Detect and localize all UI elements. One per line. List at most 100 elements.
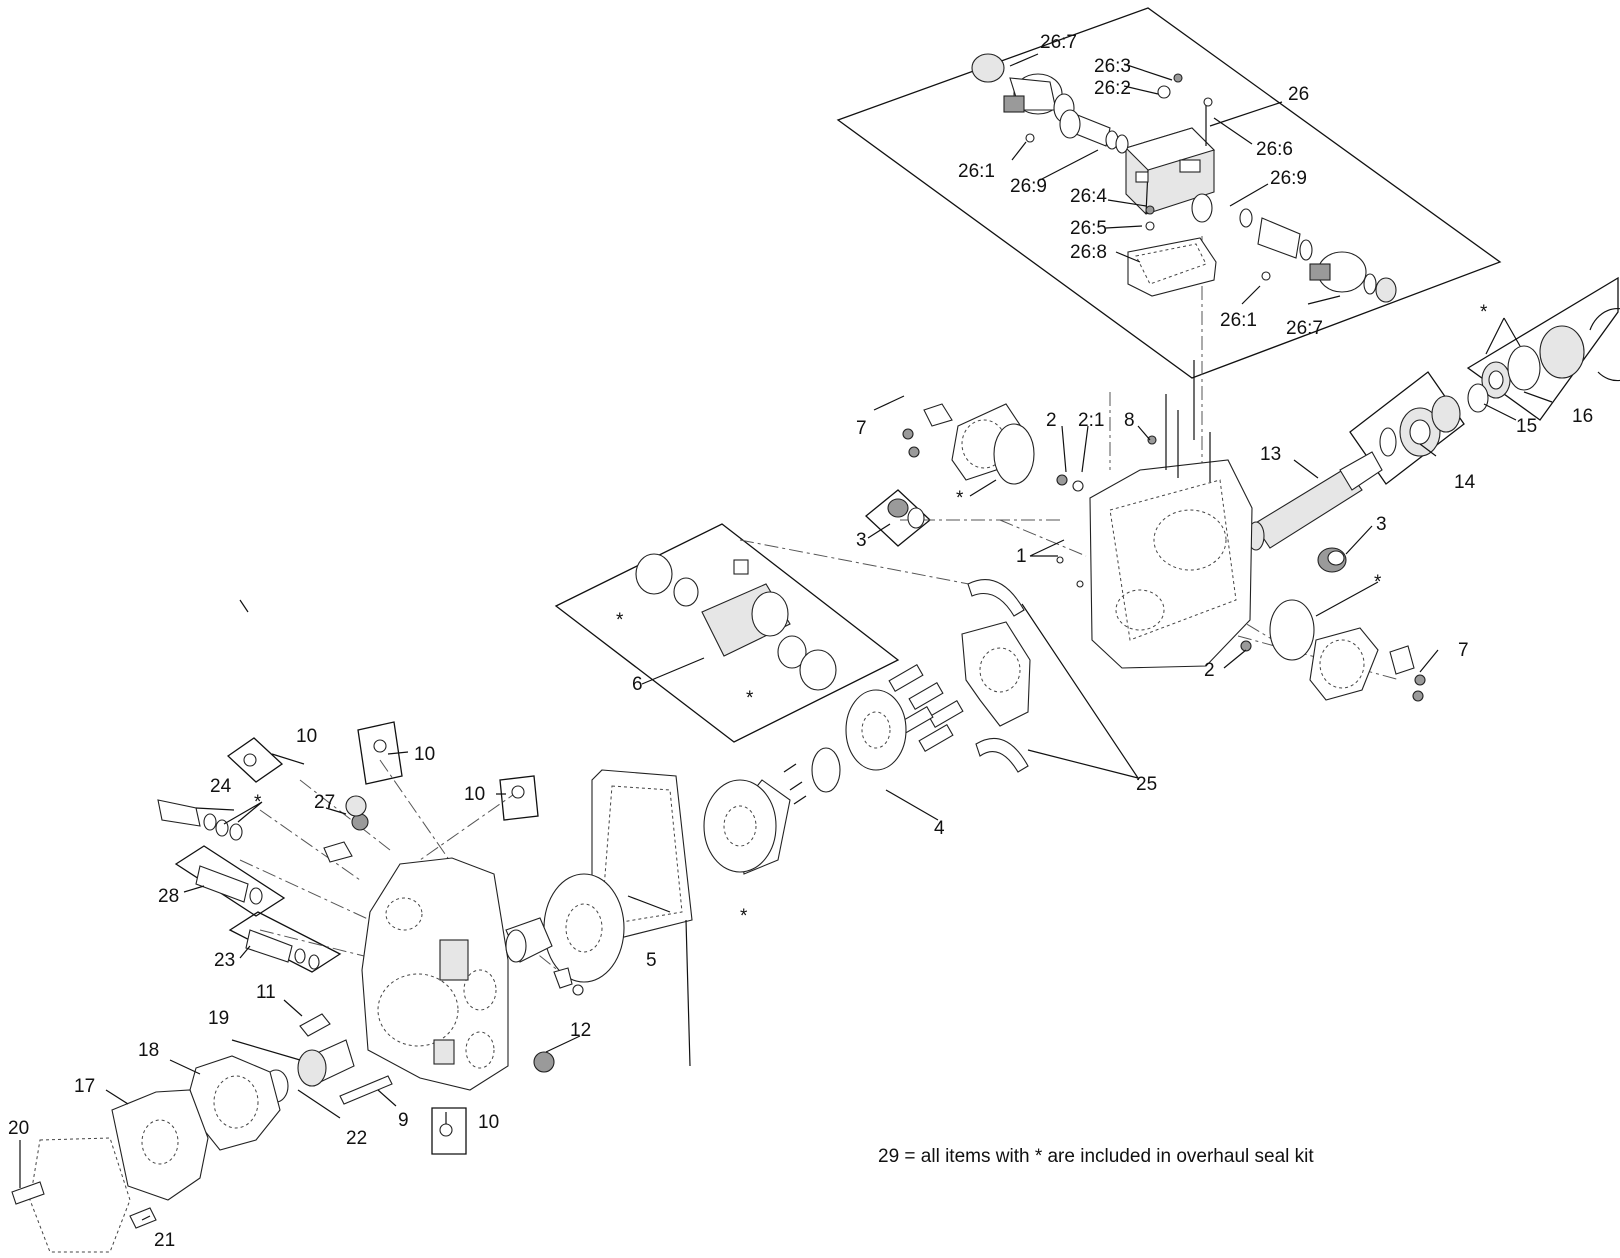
servo-piston-lower <box>1269 599 1426 702</box>
callout-26-9-right: 26:9 <box>1270 168 1307 189</box>
callout-2-upper: 2 <box>1046 410 1057 431</box>
kit-box-10-d <box>431 1107 467 1155</box>
seal-mark-right: * <box>1374 572 1382 593</box>
solenoid-lower <box>1239 208 1397 303</box>
valve-kit-6-parts <box>635 553 837 691</box>
callout-2-lower: 2 <box>1204 660 1215 681</box>
callout-28: 28 <box>158 886 179 907</box>
small-fasteners-26 <box>1025 73 1271 281</box>
relief-valve-24 <box>157 799 243 841</box>
kit-box-16 <box>1466 276 1619 421</box>
callout-8: 8 <box>1124 410 1135 431</box>
kit-box-10-b <box>357 721 403 785</box>
callout-26-7-lower: 26:7 <box>1286 318 1323 339</box>
cylinder-block <box>703 779 791 875</box>
callout-18: 18 <box>138 1040 159 1061</box>
end-cap-housing <box>361 857 509 1091</box>
seal-mark-16: * <box>1480 302 1488 323</box>
callout-26-6: 26:6 <box>1256 139 1293 160</box>
callout-2-1: 2:1 <box>1078 410 1104 431</box>
piston-shoes <box>888 664 964 752</box>
callout-24: 24 <box>210 776 232 797</box>
callout-26-1-left: 26:1 <box>958 161 995 182</box>
callout-3-upper: 3 <box>856 530 867 551</box>
bolt-21 <box>129 1207 157 1229</box>
callout-1: 1 <box>1016 546 1027 567</box>
small-plugs-2-8 <box>1056 435 1252 652</box>
callout-6: 6 <box>632 674 643 695</box>
bolt-9 <box>339 1075 393 1105</box>
callout-21: 21 <box>154 1230 175 1251</box>
pins <box>783 763 807 805</box>
callout-10-b: 10 <box>414 744 435 765</box>
valve-28 <box>195 865 263 905</box>
auxiliary-pump-ghost <box>29 1137 131 1253</box>
solenoid-upper <box>971 53 1075 123</box>
bearing-14 <box>1379 395 1461 457</box>
callout-27: 27 <box>314 792 335 813</box>
callout-5: 5 <box>646 950 657 971</box>
kit-box-10-a <box>226 737 284 783</box>
callout-15: 15 <box>1516 416 1537 437</box>
seal-mark-gasket: * <box>740 906 748 927</box>
adapter-plate-17 <box>111 1089 209 1201</box>
callout-7-lower: 7 <box>1458 640 1469 661</box>
spherical-guide <box>811 747 841 793</box>
callout-7-upper: 7 <box>856 418 867 439</box>
callout-11: 11 <box>256 982 276 1003</box>
callout-14: 14 <box>1454 472 1476 493</box>
callout-10-c: 10 <box>464 784 485 805</box>
kit-box-10-c <box>499 775 539 821</box>
callout-9: 9 <box>398 1110 409 1131</box>
callout-26-8: 26:8 <box>1070 242 1107 263</box>
callout-16: 16 <box>1572 406 1593 427</box>
swashplate <box>961 579 1031 773</box>
callout-26-4: 26:4 <box>1070 186 1107 207</box>
control-gasket-26-8 <box>1127 237 1217 297</box>
seal-mark-6-bottom: * <box>746 688 754 709</box>
plugs-10-and-27 <box>243 739 525 1137</box>
callout-19: 19 <box>208 1008 229 1029</box>
callout-26-1-right: 26:1 <box>1220 310 1257 331</box>
callout-20: 20 <box>8 1118 29 1139</box>
retainer-plate <box>845 689 907 771</box>
kit-box-23 <box>228 911 342 973</box>
bolt-11 <box>299 1013 331 1037</box>
callout-12: 12 <box>570 1020 591 1041</box>
callout-10-a: 10 <box>296 726 317 747</box>
coupler-19 <box>297 1039 355 1087</box>
callout-26-2: 26:2 <box>1094 78 1131 99</box>
plug-3-right <box>1317 547 1347 573</box>
plug-3-upper <box>887 498 925 529</box>
callout-26-3: 26:3 <box>1094 56 1131 77</box>
bolt-20 <box>11 1181 45 1205</box>
seal-mark-24: * <box>254 792 262 813</box>
control-valve-assembly <box>1124 127 1216 215</box>
valve-plate-5 <box>543 873 625 983</box>
callout-23: 23 <box>214 950 235 971</box>
kit-box-6 <box>554 523 900 743</box>
callout-3-right: 3 <box>1376 514 1387 535</box>
callout-26-7-upper: 26:7 <box>1040 32 1077 53</box>
servo-piston-upper <box>902 403 1035 485</box>
callout-22: 22 <box>346 1128 367 1149</box>
kit-box-28 <box>174 845 286 917</box>
seal-mark-ring-upper: * <box>956 488 964 509</box>
callout-4: 4 <box>934 818 945 839</box>
retaining-ring-15 <box>1467 383 1489 413</box>
callout-10-d: 10 <box>478 1112 499 1133</box>
end-cap-small-parts <box>323 813 584 1073</box>
leader-lines <box>19 53 1553 1221</box>
kit-box-26 <box>836 7 1502 379</box>
filter-element <box>505 917 553 963</box>
callout-13: 13 <box>1260 444 1281 465</box>
valve-23 <box>245 929 320 970</box>
seal-mark-6-top: * <box>616 610 624 631</box>
seal-kit-note: 29 = all items with * are included in ov… <box>878 1146 1314 1167</box>
callout-25: 25 <box>1136 774 1157 795</box>
kit-16-parts <box>1481 308 1620 399</box>
callout-26: 26 <box>1288 84 1309 105</box>
main-housing <box>1089 360 1253 669</box>
callout-26-5: 26:5 <box>1070 218 1107 239</box>
